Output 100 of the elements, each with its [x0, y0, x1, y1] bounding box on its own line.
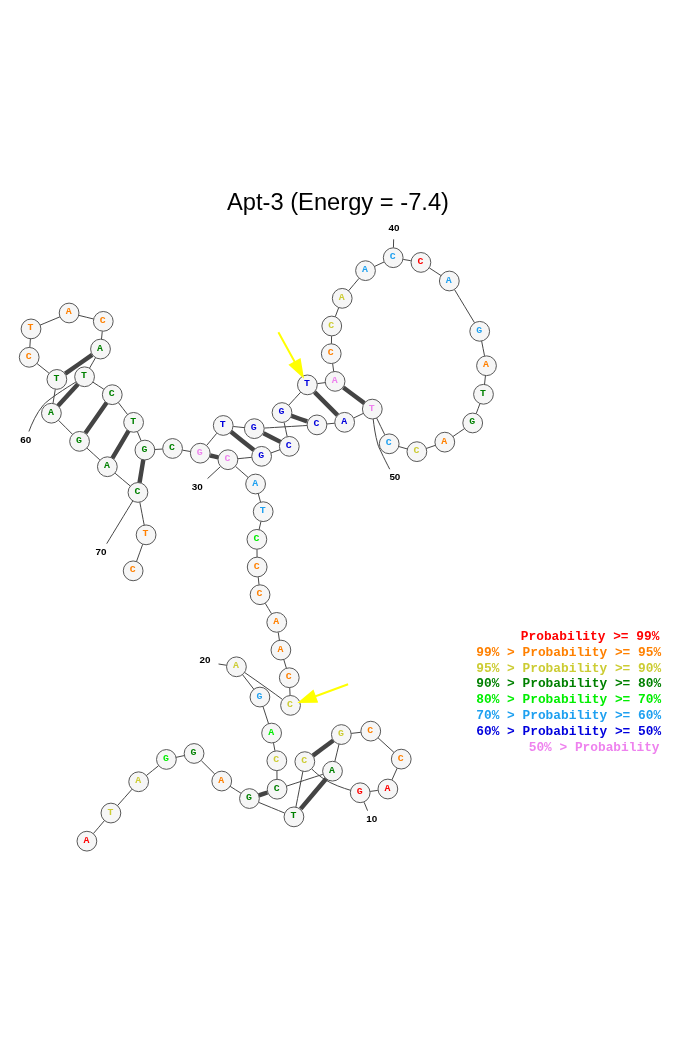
- node-circle: C: [101, 384, 123, 406]
- legend-label: 95% > Probability >= 90%: [476, 660, 662, 676]
- legend-label: 50% > Probability: [528, 739, 660, 755]
- node-circle: T: [252, 501, 274, 523]
- node-circle: C: [410, 252, 432, 273]
- connector: [175, 755, 185, 758]
- node-circle: T: [123, 412, 144, 433]
- connector: [64, 353, 94, 376]
- connector: [342, 385, 366, 405]
- node-circle: G: [271, 402, 293, 423]
- node-circle: T: [135, 524, 157, 546]
- node-circle: T: [361, 398, 383, 420]
- connector: [136, 431, 142, 442]
- node-circle: A: [322, 760, 343, 782]
- node-circle: G: [249, 686, 271, 708]
- node-circle: C: [162, 438, 183, 459]
- connector: [363, 801, 369, 812]
- node-circle: G: [251, 445, 272, 467]
- connector: [235, 466, 249, 478]
- node-circle: G: [189, 442, 211, 464]
- node-circle: A: [128, 771, 150, 793]
- node-circle: C: [278, 667, 300, 689]
- node-text: 10: [366, 812, 378, 824]
- node-circle: T: [297, 374, 318, 396]
- connector: [229, 785, 242, 794]
- connector: [52, 388, 56, 404]
- connector: [277, 631, 280, 641]
- connector: [313, 390, 340, 417]
- node-circle: T: [20, 318, 42, 340]
- node-circle: C: [320, 343, 342, 365]
- node-text: 70: [95, 545, 107, 557]
- connector: [481, 340, 486, 357]
- node-circle: C: [360, 720, 382, 742]
- connector: [101, 330, 103, 340]
- connector: [258, 790, 269, 798]
- node-circle: G: [462, 412, 484, 434]
- connector: [454, 289, 475, 324]
- node-circle: A: [270, 639, 292, 661]
- connector: [58, 419, 74, 435]
- connector: [182, 449, 191, 452]
- node-circle: T: [473, 383, 494, 405]
- node-circle: C: [306, 414, 328, 436]
- connector: [114, 472, 131, 487]
- node-circle: A: [476, 355, 497, 377]
- connector: [117, 402, 129, 415]
- node-circle: G: [330, 724, 352, 745]
- connector: [83, 401, 109, 435]
- node-circle: C: [266, 750, 288, 772]
- connector: [311, 738, 335, 758]
- node-circle: G: [134, 439, 156, 461]
- connector: [200, 760, 216, 775]
- node-text: 50: [389, 471, 401, 483]
- connector: [28, 381, 77, 432]
- connector: [39, 316, 61, 326]
- connector: [348, 277, 360, 292]
- node-text: 20: [199, 654, 211, 666]
- connector: [377, 737, 395, 753]
- connector: [334, 307, 340, 318]
- node-text: 60: [20, 433, 32, 445]
- connector: [258, 801, 285, 814]
- connector: [36, 363, 50, 374]
- connector: [146, 765, 159, 776]
- node-circle: C: [18, 346, 40, 368]
- connector: [298, 777, 328, 811]
- node-circle: C: [378, 433, 400, 455]
- node-circle: A: [324, 371, 346, 392]
- node-circle: C: [92, 310, 114, 332]
- connector: [330, 335, 333, 345]
- node-circle: C: [127, 482, 149, 503]
- node-circle: A: [58, 302, 80, 324]
- node-circle: A: [76, 830, 98, 852]
- node-circle: A: [434, 431, 456, 453]
- connector: [229, 429, 256, 452]
- node-circle: C: [278, 435, 300, 457]
- connector: [353, 412, 364, 419]
- connector: [316, 382, 326, 385]
- node-circle: C: [217, 449, 239, 471]
- connector: [376, 417, 386, 436]
- node-circle: T: [100, 802, 122, 824]
- legend-label: 60% > Probability >= 50%: [476, 723, 662, 739]
- connector: [232, 426, 245, 429]
- node-circle: A: [226, 656, 247, 678]
- connector: [244, 672, 283, 700]
- node-circle: A: [355, 260, 376, 282]
- connector: [242, 674, 255, 690]
- connector: [332, 363, 335, 372]
- connector: [89, 357, 97, 369]
- connector: [106, 500, 134, 545]
- node-circle: T: [212, 415, 234, 436]
- connector: [29, 338, 31, 348]
- connector: [237, 456, 253, 460]
- connector: [264, 425, 308, 429]
- connector: [86, 447, 101, 461]
- connector: [262, 706, 270, 725]
- connector: [257, 493, 262, 503]
- connector: [289, 687, 291, 696]
- connector: [350, 731, 362, 734]
- connector: [326, 422, 336, 425]
- connector: [290, 413, 308, 424]
- connector: [295, 770, 304, 808]
